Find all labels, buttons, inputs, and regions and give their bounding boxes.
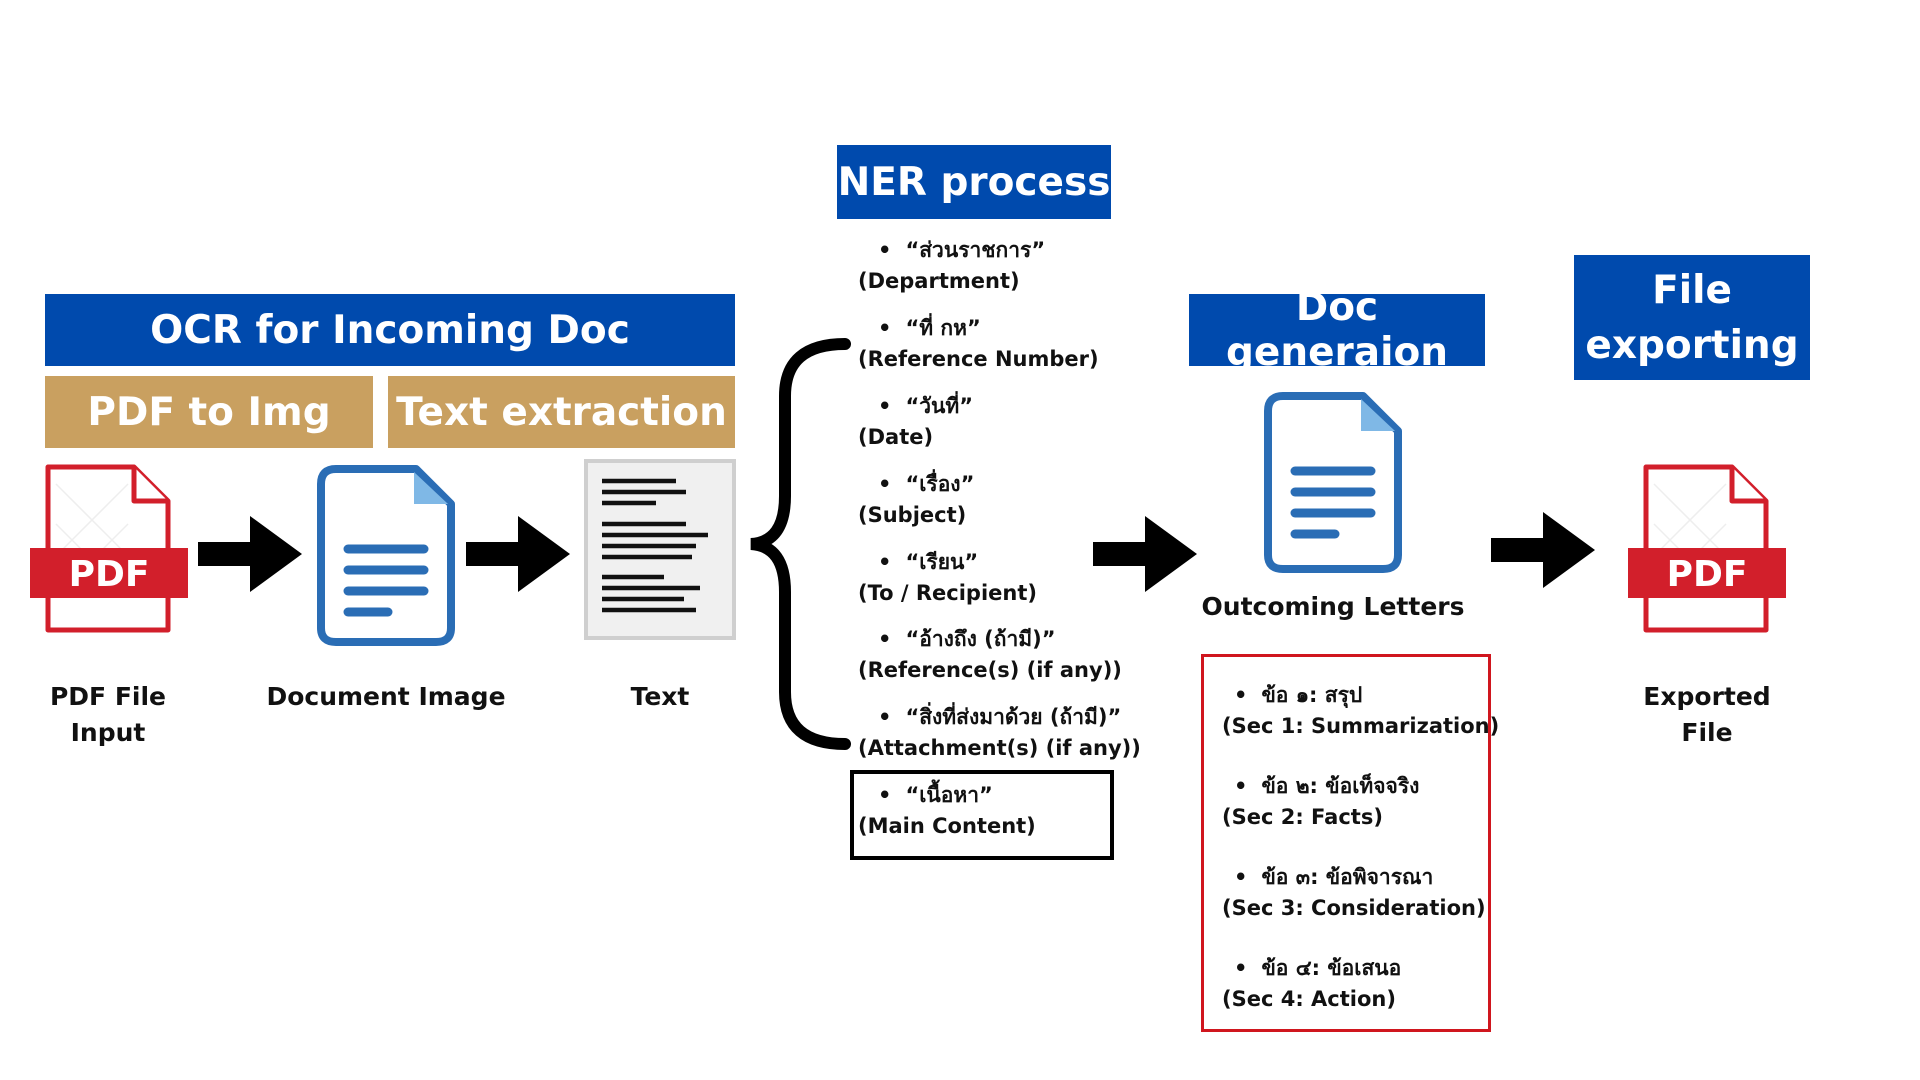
doc-gen-header-text: Doc generaion	[1225, 285, 1449, 375]
ner-item: “เรื่อง” (Subject)	[858, 469, 974, 531]
ner-item-en: (Date)	[858, 425, 934, 449]
exported-pdf-icon: PDF	[1628, 464, 1786, 633]
section-item: ข้อ ๔: ข้อเสนอ (Sec 4: Action)	[1222, 953, 1401, 1015]
text-extraction-header-text: Text extraction	[396, 389, 727, 435]
text-extraction-header: Text extraction	[388, 376, 735, 448]
ner-item: “เนื้อหา” (Main Content)	[858, 780, 1036, 842]
ner-item: “วันที่” (Date)	[858, 391, 973, 453]
document-image-icon	[317, 465, 455, 646]
ner-item: “เรียน” (To / Recipient)	[858, 547, 1037, 609]
section-item-thai: ข้อ ๔: ข้อเสนอ	[1222, 953, 1401, 984]
ner-item-thai: “สิ่งที่ส่งมาด้วย (ถ้ามี)”	[858, 702, 1141, 733]
pdf-badge-text: PDF	[69, 554, 150, 595]
pdf-file-icon: PDF	[30, 464, 188, 633]
ocr-header-text: OCR for Incoming Doc	[150, 307, 630, 353]
arrow-right-icon	[1491, 512, 1595, 588]
section-item-thai: ข้อ ๒: ข้อเท็จจริง	[1222, 771, 1419, 802]
ner-item-thai: “ที่ กห”	[858, 313, 1099, 344]
file-export-header: File exporting	[1574, 255, 1810, 380]
arrow-right-icon	[466, 516, 570, 592]
exported-file-label: Exported File	[1612, 679, 1802, 751]
pdf-input-label-line1: PDF File	[49, 682, 167, 711]
arrow-right-icon	[198, 516, 302, 592]
ner-item-en: (Attachment(s) (if any))	[858, 736, 1141, 760]
ner-item-thai: “วันที่”	[858, 391, 973, 422]
doc-gen-header: Doc generaion	[1189, 285, 1485, 375]
ner-item-thai: “อ้างถึง (ถ้ามี)”	[858, 624, 1122, 655]
pdf-badge-text: PDF	[1667, 554, 1748, 595]
ner-item-en: (Reference(s) (if any))	[858, 658, 1122, 682]
ner-item: “อ้างถึง (ถ้ามี)” (Reference(s) (if any)…	[858, 624, 1122, 686]
main-content-box	[850, 770, 1114, 860]
section-item: ข้อ ๓: ข้อพิจารณา (Sec 3: Consideration)	[1222, 862, 1486, 924]
ner-header-text: NER process	[837, 159, 1111, 205]
text-page-icon	[584, 459, 736, 640]
ner-item: “ส่วนราชการ” (Department)	[858, 235, 1045, 297]
sections-box	[1201, 654, 1491, 1032]
ner-item-thai: “เรื่อง”	[858, 469, 974, 500]
ner-header: NER process	[837, 145, 1111, 219]
ner-item-en: (Reference Number)	[858, 347, 1099, 371]
ner-item-thai: “เรียน”	[858, 547, 1037, 578]
pdf-to-img-header: PDF to Img	[45, 376, 373, 448]
section-item: ข้อ ๑: สรุป (Sec 1: Summarization)	[1222, 680, 1499, 742]
pdf-input-label-line2: Input	[70, 718, 146, 747]
exported-file-label-line2: File	[1681, 718, 1733, 747]
section-item-en: (Sec 3: Consideration)	[1222, 896, 1486, 920]
outcoming-letters-label: Outcoming Letters	[1201, 592, 1465, 621]
ner-item: “สิ่งที่ส่งมาด้วย (ถ้ามี)” (Attachment(s…	[858, 702, 1141, 764]
arrow-right-icon	[1093, 516, 1197, 592]
ner-item-en: (Subject)	[858, 503, 967, 527]
exported-file-label-line1: Exported	[1643, 682, 1771, 711]
file-export-header-line1: File	[1652, 267, 1732, 313]
section-item: ข้อ ๒: ข้อเท็จจริง (Sec 2: Facts)	[1222, 771, 1419, 833]
section-item-en: (Sec 4: Action)	[1222, 987, 1396, 1011]
ner-item-thai: “เนื้อหา”	[858, 780, 1036, 811]
ner-item-en: (To / Recipient)	[858, 581, 1037, 605]
section-item-thai: ข้อ ๓: ข้อพิจารณา	[1222, 862, 1486, 893]
curly-brace-icon	[750, 338, 851, 750]
ner-item-en: (Department)	[858, 269, 1020, 293]
ner-item-thai: “ส่วนราชการ”	[858, 235, 1045, 266]
file-export-header-line2: exporting	[1585, 322, 1799, 368]
section-item-en: (Sec 2: Facts)	[1222, 805, 1383, 829]
ner-item: “ที่ กห” (Reference Number)	[858, 313, 1099, 375]
ocr-header: OCR for Incoming Doc	[45, 294, 735, 366]
section-item-en: (Sec 1: Summarization)	[1222, 714, 1500, 738]
text-label: Text	[630, 682, 690, 711]
document-image-label: Document Image	[266, 682, 506, 711]
outcoming-letter-icon	[1264, 392, 1402, 573]
ner-item-en: (Main Content)	[858, 814, 1036, 838]
pdf-to-img-header-text: PDF to Img	[87, 389, 331, 435]
pdf-input-label: PDF File Input	[20, 679, 196, 751]
section-item-thai: ข้อ ๑: สรุป	[1222, 680, 1499, 711]
